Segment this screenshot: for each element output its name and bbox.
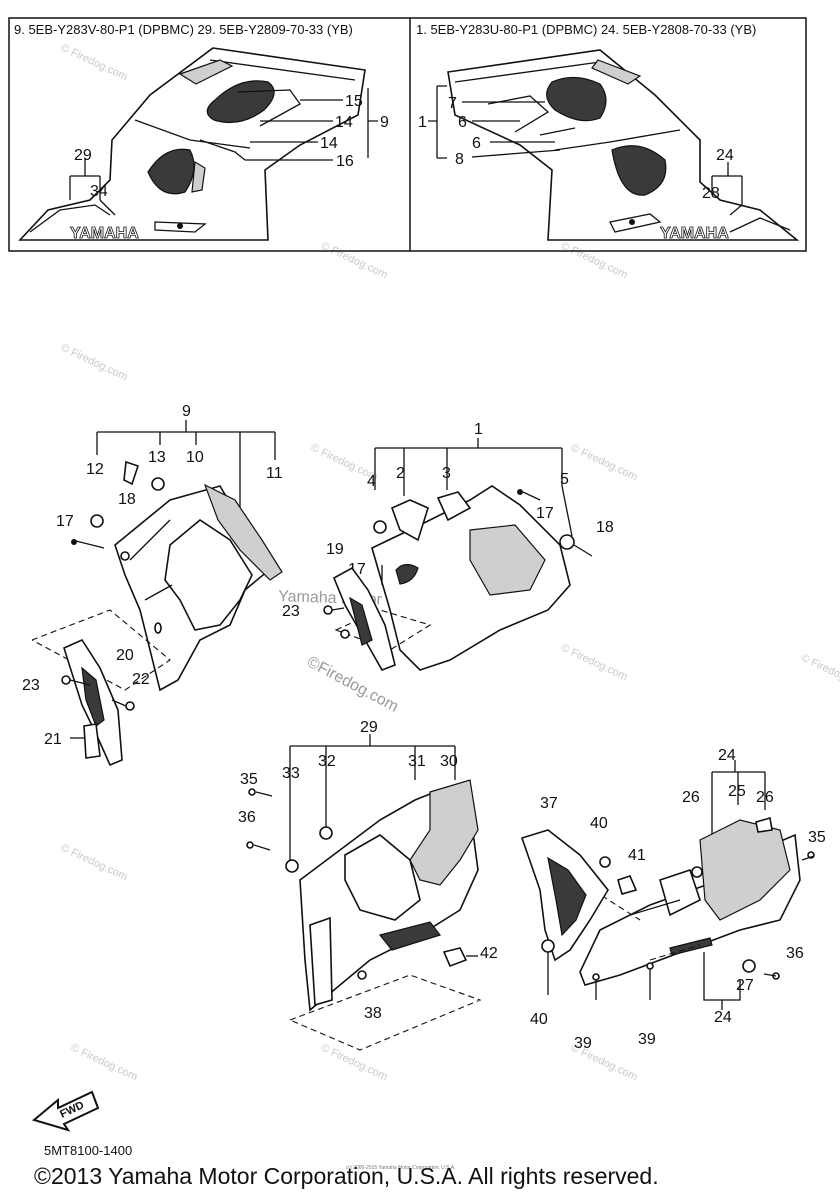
label-34: 34 <box>90 183 108 200</box>
bracket-37-assembly: 37 40 41 40 39 39 <box>520 795 656 1052</box>
label-10: 10 <box>186 449 204 466</box>
label-35: 35 <box>808 829 826 846</box>
watermark-text: © Firedog.com <box>59 42 130 83</box>
watermark-text: © Firedog.com <box>59 342 130 383</box>
label-13: 13 <box>148 449 166 466</box>
left-decal-fairing: YAMAHA 15 14 14 16 9 29 34 <box>18 47 389 242</box>
label-17: 17 <box>536 505 554 522</box>
label-23: 23 <box>282 603 300 620</box>
label-26: 26 <box>756 789 774 806</box>
label-32: 32 <box>318 753 336 770</box>
label-33: 33 <box>282 765 300 782</box>
label-39: 39 <box>638 1031 656 1048</box>
label-24: 24 <box>718 747 736 764</box>
label-4: 4 <box>367 473 376 490</box>
diagram-code: 5MT8100-1400 <box>44 1143 133 1158</box>
label-9: 9 <box>182 403 191 420</box>
label-29: 29 <box>360 719 378 736</box>
bracket-19-assembly: 19 23 <box>282 541 396 671</box>
label-15: 15 <box>345 93 363 110</box>
label-28: 28 <box>702 185 720 202</box>
assembly-9-left-upper-fairing: 9 12 13 10 11 18 17 <box>31 403 283 692</box>
assembly-29-left-lower-fairing: 29 35 33 32 31 30 36 42 38 <box>238 719 498 1051</box>
label-35: 35 <box>240 771 258 788</box>
watermark-text: © Firedog.com <box>59 842 130 883</box>
label-27: 27 <box>736 977 754 994</box>
label-5: 5 <box>560 471 569 488</box>
label-9: 9 <box>380 114 389 131</box>
label-12: 12 <box>86 461 104 478</box>
label-40: 40 <box>590 815 608 832</box>
label-7: 7 <box>448 95 457 112</box>
label-21: 21 <box>44 731 62 748</box>
label-1: 1 <box>474 421 483 438</box>
label-22: 22 <box>132 671 150 688</box>
label-16: 16 <box>336 153 354 170</box>
label-36: 36 <box>786 945 804 962</box>
watermark-text: © Firedog.com <box>559 240 630 281</box>
left-panel-header: 9. 5EB-Y283V-80-P1 (DPBMC) 29. 5EB-Y2809… <box>14 22 353 37</box>
label-40: 40 <box>530 1011 548 1028</box>
assembly-1-right-upper-fairing: 1 4 2 3 5 17 18 17 <box>334 421 614 671</box>
yamaha-logo-left: YAMAHA <box>70 225 139 242</box>
watermark-text: © Firedog.com <box>559 642 630 683</box>
bracket-20-assembly: 20 23 22 21 <box>22 638 150 767</box>
label-3: 3 <box>442 465 451 482</box>
label-1: 1 <box>418 114 427 131</box>
label-29: 29 <box>74 147 92 164</box>
label-17: 17 <box>56 513 74 530</box>
watermark-text: © Firedog.com <box>319 240 390 281</box>
watermark-text: © Firedog.com <box>569 442 640 483</box>
label-20: 20 <box>116 647 134 664</box>
label-2: 2 <box>396 465 405 482</box>
assembly-24-right-lower-fairing: 24 26 25 26 35 36 27 24 <box>579 747 826 1026</box>
label-8: 8 <box>455 151 464 168</box>
watermark-text: © Firedog.com <box>69 1042 140 1083</box>
label-36: 36 <box>238 809 256 826</box>
label-24: 24 <box>714 1009 732 1026</box>
label-31: 31 <box>408 753 426 770</box>
label-37: 37 <box>540 795 558 812</box>
watermark-text: © Firedog.com <box>799 652 840 693</box>
fwd-arrow-icon: FWD <box>31 1090 100 1132</box>
label-30: 30 <box>440 753 458 770</box>
label-14: 14 <box>320 135 338 152</box>
label-39: 39 <box>574 1035 592 1052</box>
label-11: 11 <box>266 465 283 482</box>
yamaha-logo-right: YAMAHA <box>660 225 729 242</box>
decal-panel-frame: 9. 5EB-Y283V-80-P1 (DPBMC) 29. 5EB-Y2809… <box>8 17 807 252</box>
label-38: 38 <box>364 1005 382 1022</box>
label-19: 19 <box>326 541 344 558</box>
right-decal-fairing: YAMAHA 7 6 6 8 1 24 28 <box>418 49 800 242</box>
label-24: 24 <box>716 147 734 164</box>
label-18: 18 <box>596 519 614 536</box>
watermark-text: © Firedog.com <box>319 1042 390 1083</box>
tiny-copyright: (c) 2000-2015 Yamaha Motor Corporation, … <box>346 1165 456 1171</box>
label-42: 42 <box>480 945 498 962</box>
copyright-notice: ©2013 Yamaha Motor Corporation, U.S.A. A… <box>34 1163 659 1189</box>
label-23: 23 <box>22 677 40 694</box>
label-26: 26 <box>682 789 700 806</box>
label-41: 41 <box>628 847 646 864</box>
right-panel-header: 1. 5EB-Y283U-80-P1 (DPBMC) 24. 5EB-Y2808… <box>416 22 756 37</box>
label-6: 6 <box>472 135 481 152</box>
label-18: 18 <box>118 491 136 508</box>
label-25: 25 <box>728 783 746 800</box>
label-6: 6 <box>458 114 467 131</box>
label-14: 14 <box>335 114 353 131</box>
